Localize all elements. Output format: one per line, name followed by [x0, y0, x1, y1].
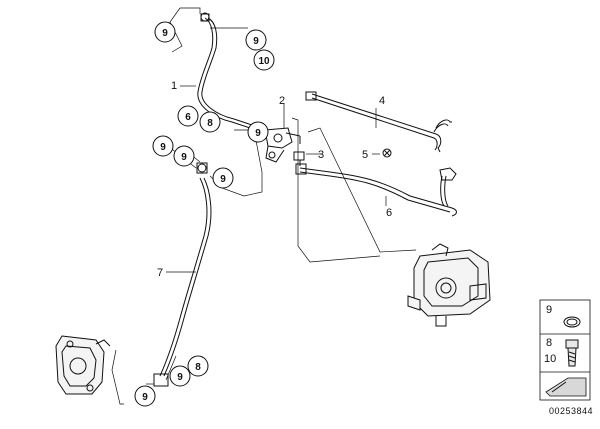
callout-top-b: 9	[245, 29, 267, 51]
callout-top-b-label: 9	[253, 36, 259, 47]
callout-top-a-label: 9	[162, 28, 168, 39]
callout-bot-b-label: 8	[195, 362, 201, 373]
callout-bot-a-label: 9	[177, 372, 183, 383]
brake-line-4	[305, 91, 452, 153]
brake-line-7	[153, 162, 212, 387]
callout-mid-c-label: 9	[255, 128, 261, 139]
callout-mid-b: 8	[199, 111, 221, 133]
callout-mid-c: 9	[247, 121, 269, 143]
part-label-3: 3	[318, 149, 324, 161]
legend-row2-number-a: 8	[546, 337, 552, 349]
part-label-6: 6	[386, 207, 392, 219]
banjo-bolt-icon	[565, 339, 579, 367]
distributor-fitting	[264, 127, 301, 163]
part-label-7: 7	[157, 267, 163, 279]
part-number-labels: 1 2 3 4 5 6 7	[157, 80, 392, 279]
callout-bot-c-label: 9	[142, 392, 148, 403]
callout-left-b: 9	[173, 145, 195, 167]
arrow-symbol-icon	[545, 377, 587, 397]
washer-5	[382, 148, 392, 158]
part-label-1: 1	[171, 80, 177, 92]
brake-caliper	[55, 335, 111, 395]
callout-top-a: 9	[154, 21, 176, 43]
callout-left-b-label: 9	[181, 152, 187, 163]
callout-bot-c: 9	[134, 385, 156, 407]
brake-line-1	[197, 12, 253, 129]
callout-left-c: 9	[212, 167, 234, 189]
legend-row2-number-b: 10	[544, 353, 556, 365]
brake-line-6	[295, 163, 457, 217]
callout-left-a-label: 9	[160, 142, 166, 153]
callout-bot-a: 9	[169, 365, 191, 387]
part-label-2: 2	[279, 95, 285, 107]
abs-pressure-modulator	[407, 243, 491, 327]
callout-mid-a: 6	[177, 105, 199, 127]
parts-legend: 9 8 10	[539, 299, 591, 401]
callout-top-c-label: 10	[258, 56, 270, 67]
callout-left-a: 9	[152, 135, 174, 157]
legend-row1-number: 9	[546, 304, 552, 316]
diagram-id: 00253844	[549, 406, 593, 416]
callout-top-c: 10	[253, 49, 275, 71]
part-label-4: 4	[379, 95, 385, 107]
callout-left-c-label: 9	[220, 174, 226, 185]
part-label-5: 5	[362, 149, 368, 161]
banjo-bolt-3	[293, 151, 305, 166]
callout-mid-b-label: 8	[207, 118, 213, 129]
callouts: 9 9 10 6 8 9 9 9	[134, 21, 275, 407]
o-ring-icon	[563, 316, 581, 328]
callout-mid-a-label: 6	[185, 112, 191, 123]
callout-bot-b: 8	[187, 355, 209, 377]
